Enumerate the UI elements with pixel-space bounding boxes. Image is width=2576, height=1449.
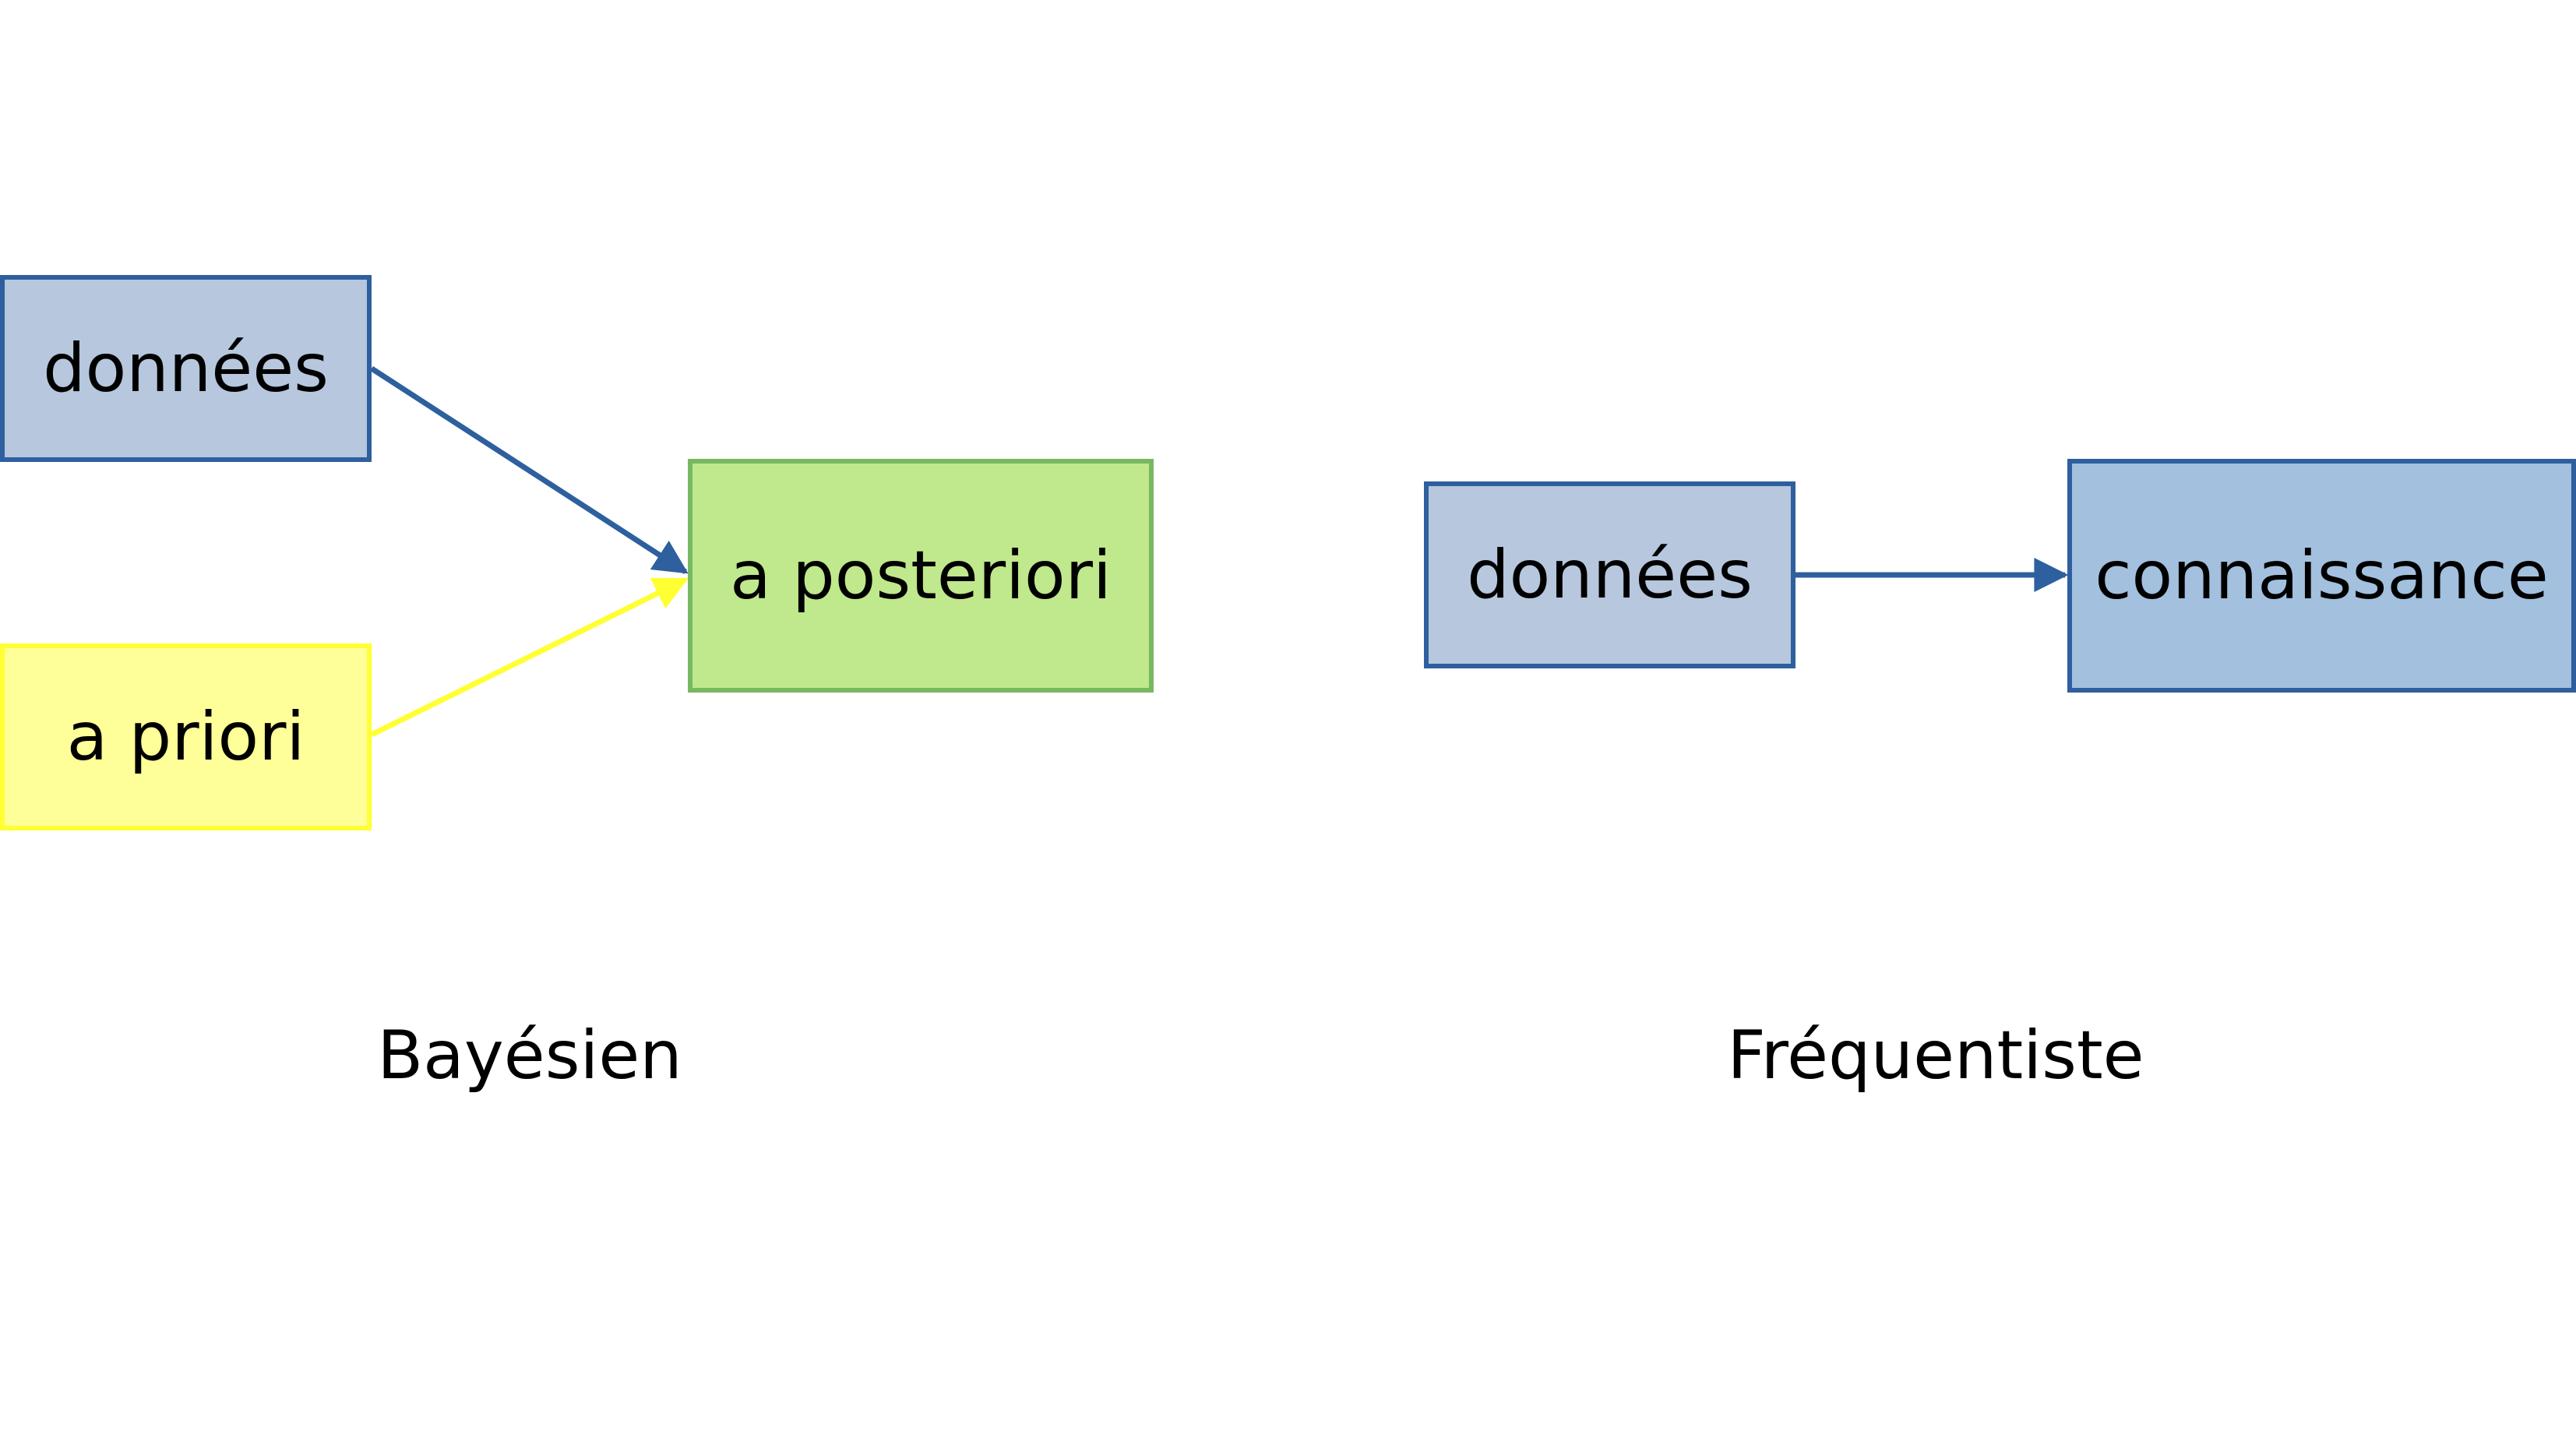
frequentist-data-label: données — [1467, 536, 1753, 614]
bayesian-data-label: données — [43, 330, 329, 407]
posterior-label: a posteriori — [730, 537, 1112, 615]
knowledge-label: connaissance — [2095, 537, 2549, 615]
arrow-donnees-to-aposteriori — [370, 366, 689, 574]
bayesian-data-box: données — [0, 275, 372, 462]
bayesian-caption: Bayésien — [377, 1017, 682, 1095]
prior-box: a priori — [0, 643, 372, 830]
knowledge-box: connaissance — [2067, 459, 2576, 693]
posterior-box: a posteriori — [688, 459, 1154, 693]
arrow-apriori-to-aposteriori — [370, 576, 689, 738]
frequentist-caption: Fréquentiste — [1727, 1017, 2144, 1095]
frequentist-data-box: données — [1424, 481, 1795, 668]
prior-label: a priori — [66, 698, 305, 776]
